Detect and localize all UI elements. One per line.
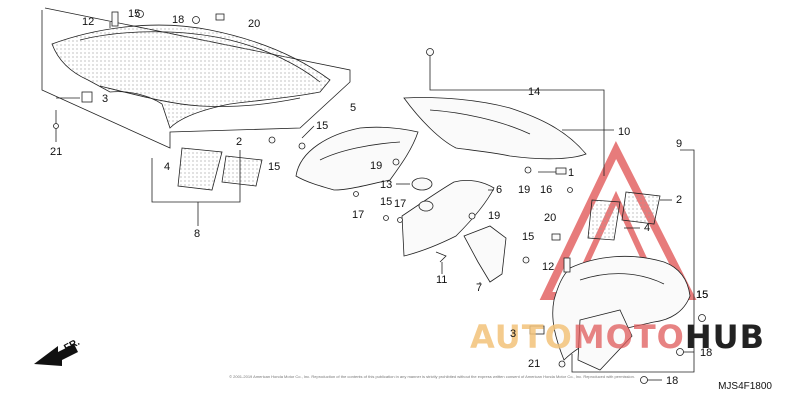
callout-15: 15 (268, 161, 281, 173)
callout-12: 12 (82, 16, 95, 28)
callout-5: 5 (350, 102, 357, 114)
callout-17: 17 (352, 209, 365, 221)
callout-8: 8 (194, 228, 201, 240)
sheet-2-left (221, 155, 263, 187)
screw-15d (383, 215, 389, 221)
callout-3: 3 (102, 93, 109, 105)
bolt-16 (567, 187, 573, 193)
part-3-label-plate (81, 91, 93, 103)
part-11-clip (435, 251, 447, 263)
screw-19a (392, 158, 400, 166)
callout-17: 17 (394, 198, 407, 210)
callout-19: 19 (370, 160, 383, 172)
screw-15a-top (426, 48, 434, 56)
part-13-lock-b (418, 200, 434, 212)
part-7-bracket (463, 225, 507, 283)
clip-18c (640, 376, 648, 384)
diagram-code: MJS4F1800 (718, 381, 772, 392)
screw-15a (136, 10, 144, 18)
center-parts-group (295, 125, 507, 284)
callout-12: 12 (542, 261, 555, 273)
callout-4: 4 (644, 222, 651, 234)
screw-21a (53, 123, 59, 129)
callout-9: 9 (676, 138, 683, 150)
part-5-inner (319, 141, 401, 161)
part-9-inner (579, 273, 665, 285)
watermark-auto: AUTO (470, 318, 573, 356)
callout-7: 7 (476, 282, 483, 294)
callout-18: 18 (700, 347, 713, 359)
callout-16: 16 (540, 184, 553, 196)
grommet-12b (563, 257, 571, 273)
fr-direction-arrow (34, 344, 78, 366)
callout-20: 20 (544, 212, 557, 224)
clip-18b (676, 348, 684, 356)
callout-2: 2 (236, 136, 243, 148)
part-5-panel (295, 126, 419, 191)
sheet-4-left (177, 147, 223, 191)
sheet-2-right (621, 191, 661, 225)
part-9-lower-bracket (577, 309, 633, 371)
clip-1 (555, 167, 567, 175)
watermark-hub: HUB (684, 318, 766, 356)
callout-15: 15 (696, 289, 709, 301)
screw-19c (524, 166, 532, 174)
callout-15: 15 (696, 289, 709, 301)
callout-10: 10 (618, 126, 631, 138)
callout-20: 20 (248, 18, 261, 30)
callout-2: 2 (676, 194, 683, 206)
bolt-17a (353, 191, 359, 197)
part-13-lock (411, 177, 433, 191)
callout-14: 14 (528, 86, 541, 98)
callout-18: 18 (666, 375, 679, 387)
callout-19: 19 (518, 184, 531, 196)
fasteners (53, 10, 706, 384)
callout-15: 15 (380, 196, 393, 208)
sheet-4-right (587, 199, 621, 241)
label-3b (529, 325, 545, 335)
part-10-cover (403, 97, 587, 160)
assembly-bracket-outline (41, 7, 351, 149)
part-6-panel (401, 180, 495, 257)
watermark-brand: AUTOMOTOHUB (470, 318, 765, 356)
bolt-17b (397, 217, 403, 223)
clip-18a (192, 16, 200, 24)
watermark-moto: MOTO (572, 318, 685, 356)
callout-19: 19 (488, 210, 501, 222)
nut-20b (551, 233, 561, 241)
callout-15: 15 (522, 231, 535, 243)
left-cowl-inner-edge (79, 31, 321, 83)
callout-21: 21 (50, 146, 63, 158)
callout-11: 11 (436, 274, 448, 286)
grommet-12a (111, 11, 119, 27)
screw-19b (468, 212, 476, 220)
callout-13: 13 (380, 179, 393, 191)
screw-15b (268, 136, 276, 144)
part-10-inner (429, 109, 531, 135)
copyright-notice: © 2001-2019 American Honda Motor Co., In… (229, 374, 635, 379)
callout-15: 15 (316, 120, 329, 132)
left-cowl-group (41, 7, 351, 149)
part-8-sheets (151, 147, 263, 226)
nut-20a (215, 13, 225, 21)
screw-15e (522, 256, 530, 264)
callout-21: 21 (528, 358, 541, 370)
callout-1: 1 (568, 167, 575, 179)
screw-15g (698, 314, 706, 322)
callout-18: 18 (172, 14, 185, 26)
left-cowl-lower-edge (99, 85, 301, 107)
bracket-14 (429, 68, 605, 176)
leader-15c (301, 125, 315, 139)
bracket-9 (571, 149, 695, 373)
callout-15: 15 (128, 8, 141, 20)
right-upper-group (403, 56, 614, 176)
callout-3: 3 (510, 328, 517, 340)
screw-21b (558, 360, 566, 368)
right-lower-group (552, 149, 695, 381)
left-cowl-body (51, 24, 331, 129)
callout-6: 6 (496, 184, 503, 196)
screw-15c (298, 142, 306, 150)
callout-4: 4 (164, 161, 171, 173)
